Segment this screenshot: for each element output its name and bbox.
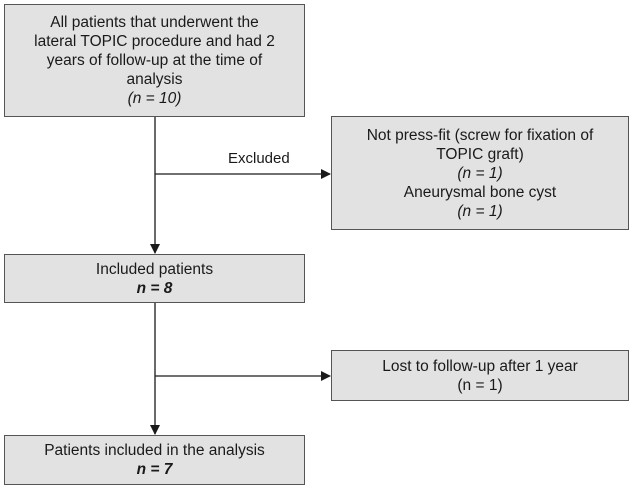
included-box: Included patients n = 8 bbox=[4, 254, 305, 303]
all-patients-line-1: All patients that underwent the bbox=[50, 14, 259, 31]
included-label: Included patients bbox=[95, 260, 214, 278]
included-count: n = 8 bbox=[136, 279, 173, 297]
excluded-reason-2-count: (n = 1) bbox=[457, 202, 503, 220]
all-patients-line-3: years of follow-up at the time of bbox=[46, 52, 263, 69]
excluded-reason-1-line-2: TOPIC graft) bbox=[436, 145, 524, 163]
excluded-reason-1-line-1: Not press-fit (screw for fixation of bbox=[366, 126, 594, 144]
all-patients-count: (n = 10) bbox=[127, 90, 182, 107]
analysis-box: Patients included in the analysis n = 7 bbox=[4, 435, 305, 485]
lost-count: (n = 1) bbox=[457, 376, 503, 394]
all-patients-line-2: lateral TOPIC procedure and had 2 bbox=[34, 33, 275, 50]
excluded-box: Not press-fit (screw for fixation of TOP… bbox=[331, 116, 629, 230]
analysis-label: Patients included in the analysis bbox=[44, 442, 265, 459]
excluded-reason-2: Aneurysmal bone cyst bbox=[403, 183, 557, 201]
analysis-count: n = 7 bbox=[136, 461, 173, 478]
excluded-label: Excluded bbox=[228, 150, 290, 167]
excluded-reason-1-count: (n = 1) bbox=[457, 164, 503, 182]
lost-to-follow-up-box: Lost to follow-up after 1 year (n = 1) bbox=[331, 350, 629, 401]
all-patients-box: All patients that underwent the lateral … bbox=[4, 4, 305, 117]
lost-label: Lost to follow-up after 1 year bbox=[382, 357, 578, 375]
all-patients-line-4: analysis bbox=[126, 71, 183, 88]
